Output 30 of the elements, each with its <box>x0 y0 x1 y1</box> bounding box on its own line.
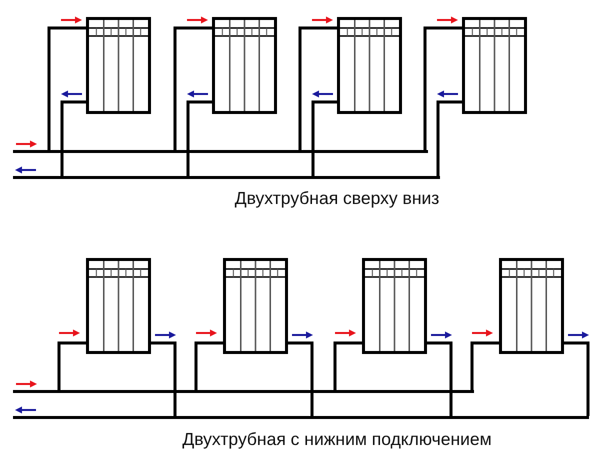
pipe <box>564 342 590 416</box>
pipe <box>194 342 223 390</box>
pipe <box>298 26 337 150</box>
pipe <box>470 342 499 390</box>
pipe <box>288 342 314 416</box>
main-pipe <box>13 416 589 419</box>
radiator-drawing <box>86 258 151 354</box>
main-pipe <box>13 150 428 153</box>
pipe <box>58 342 86 390</box>
pipe <box>436 100 462 176</box>
pipe <box>48 26 86 150</box>
radiator-drawing <box>362 258 427 354</box>
radiator-drawing <box>212 17 277 114</box>
radiator-drawing <box>499 258 564 354</box>
pipe <box>312 100 337 176</box>
caption: Двухтрубная сверху вниз <box>234 188 440 209</box>
pipe <box>151 342 176 416</box>
pipe <box>186 100 212 176</box>
pipe <box>424 26 462 150</box>
main-pipe <box>13 176 440 179</box>
pipe <box>334 342 362 390</box>
radiator-drawing <box>337 17 402 114</box>
radiator-drawing <box>223 258 288 354</box>
pipe <box>427 342 452 416</box>
caption: Двухтрубная с нижним подключением <box>182 429 492 450</box>
radiator-drawing <box>86 17 151 114</box>
radiator-drawing <box>462 17 527 114</box>
pipe <box>174 26 212 150</box>
pipe <box>60 100 86 176</box>
main-pipe <box>13 390 474 393</box>
